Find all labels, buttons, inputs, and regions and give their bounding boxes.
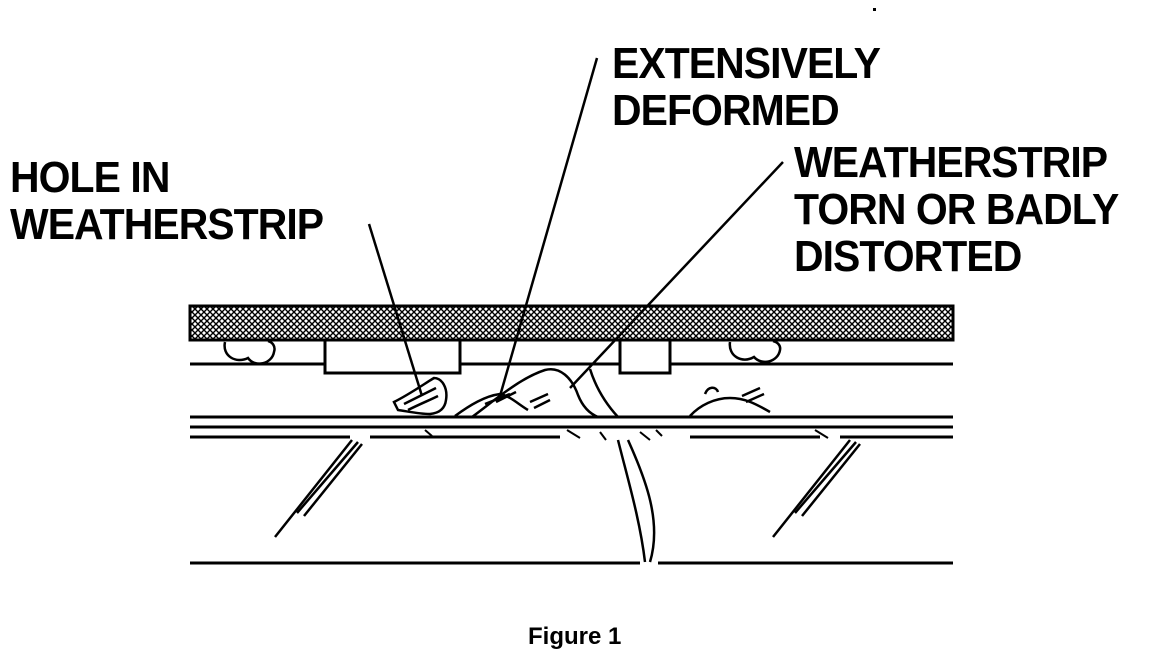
leader-lines bbox=[367, 57, 784, 397]
callout-hole-line-2: WEATHERSTRIP bbox=[10, 200, 324, 249]
normal-weatherstrip-right bbox=[689, 386, 771, 417]
callout-weatherstrip-torn: WEATHERSTRIP TORN OR BADLY DISTORTED bbox=[794, 138, 1119, 281]
callout-extensively-deformed: EXTENSIVELY DEFORMED bbox=[612, 39, 881, 135]
callout-torn-line-3: DISTORTED bbox=[794, 232, 1022, 281]
holed-weatherstrip bbox=[392, 376, 448, 416]
deformed-weatherstrip bbox=[454, 390, 551, 418]
callout-hole-in-weatherstrip: HOLE IN WEATHERSTRIP bbox=[10, 153, 324, 249]
glass-hatch-left bbox=[274, 439, 363, 538]
sealer-bead-right bbox=[728, 339, 782, 364]
callout-hole-line-1: HOLE IN bbox=[10, 153, 170, 202]
callout-torn-line-1: WEATHERSTRIP bbox=[794, 138, 1108, 187]
torn-weatherstrip bbox=[471, 367, 619, 419]
door-frame-lines bbox=[190, 415, 953, 439]
callout-torn-line-2: TORN OR BADLY bbox=[794, 185, 1119, 234]
stray-dot bbox=[873, 8, 876, 11]
figure-caption: Figure 1 bbox=[528, 623, 622, 650]
panel-flange bbox=[190, 340, 953, 375]
glass-hatch-right bbox=[772, 439, 861, 538]
callout-deformed-line-2: DEFORMED bbox=[612, 86, 840, 135]
frame-ticks bbox=[424, 429, 829, 441]
crack-lines bbox=[616, 439, 656, 563]
sealer-bead-left bbox=[223, 339, 276, 365]
upper-hatched-panel bbox=[188, 304, 955, 342]
callout-deformed-line-1: EXTENSIVELY bbox=[612, 39, 881, 88]
